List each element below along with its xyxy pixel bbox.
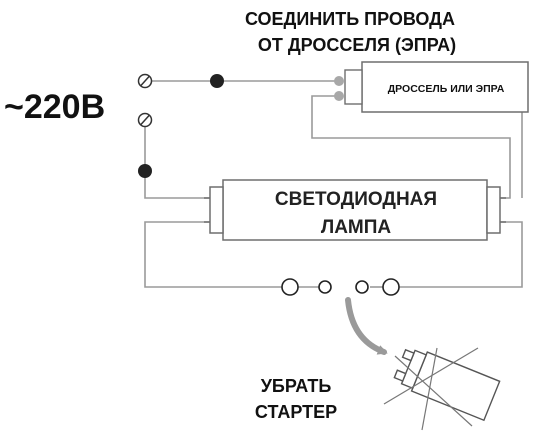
lamp-cap-right [486, 186, 501, 234]
joint-neutral [138, 164, 152, 178]
starter-note-line-2: СТАРТЕР [255, 402, 337, 422]
starter-contact-3 [355, 280, 369, 294]
ballast-connector [344, 69, 363, 105]
lamp-label-line-1: СВЕТОДИОДНАЯ [275, 189, 437, 210]
lamp-cap-left [209, 186, 224, 234]
ballast [334, 61, 529, 113]
terminal-phase [137, 73, 153, 89]
instruction-line-2: ОТ ДРОССЕЛЯ (ЭПРА) [258, 35, 456, 55]
starter-pin-bottom [393, 369, 407, 382]
starter-contact-2 [318, 280, 332, 294]
ballast-pin-bottom [334, 91, 344, 101]
starter-base [400, 349, 428, 390]
wire-lamp-left-to-starter [144, 221, 282, 288]
removed-starter [393, 348, 501, 422]
ballast-body [361, 61, 529, 113]
starter-contact-1 [281, 278, 299, 296]
starter-can [410, 351, 501, 422]
led-lamp [204, 179, 506, 241]
voltage-label: ~220В [4, 88, 105, 126]
remove-arrow [345, 297, 388, 355]
instruction-line-1: СОЕДИНИТЬ ПРОВОДА [245, 9, 455, 29]
cross-out [383, 347, 479, 431]
starter-note-line-1: УБРАТЬ [261, 376, 332, 396]
wires [144, 80, 523, 288]
ballast-label: ДРОССЕЛЬ ИЛИ ЭПРА [388, 83, 505, 95]
wire-ballast-to-lamp [311, 95, 511, 199]
mains-terminals [137, 73, 153, 128]
terminal-neutral [137, 112, 153, 128]
lamp-body [222, 179, 488, 241]
starter-pin-top [401, 348, 415, 362]
wire-joints [138, 74, 224, 178]
starter-contacts [281, 278, 400, 296]
joint-phase [210, 74, 224, 88]
lamp-label-line-2: ЛАМПА [321, 217, 392, 238]
wire-lamp-right-to-starter [399, 221, 523, 288]
wire-neutral-to-lamp [144, 126, 210, 199]
ballast-pin-top [334, 76, 344, 86]
starter-contact-4 [382, 278, 400, 296]
